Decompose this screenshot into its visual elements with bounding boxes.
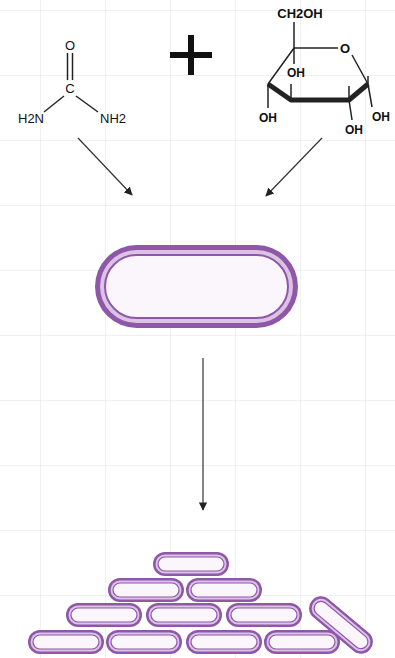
urea-bonds: [44, 53, 98, 112]
chemical-label: NH2: [100, 112, 126, 125]
chemical-label: O: [65, 39, 75, 52]
glucose-front-edge: [268, 84, 368, 100]
bacteria-colony: [28, 552, 378, 658]
chemical-label: C: [65, 82, 74, 95]
glucose-ring: [268, 22, 372, 120]
plus-sign: [170, 35, 212, 75]
chemical-label: OH: [287, 67, 305, 79]
chemical-label: OH: [345, 124, 363, 136]
reaction-arrows: [78, 138, 322, 510]
chemical-label: O: [340, 42, 350, 55]
bacterium: [95, 245, 298, 328]
chemical-label: OH: [372, 111, 390, 123]
chemical-label: OH: [259, 112, 277, 124]
chemical-label: H2N: [18, 112, 44, 125]
chemical-label: CH2OH: [277, 7, 323, 20]
